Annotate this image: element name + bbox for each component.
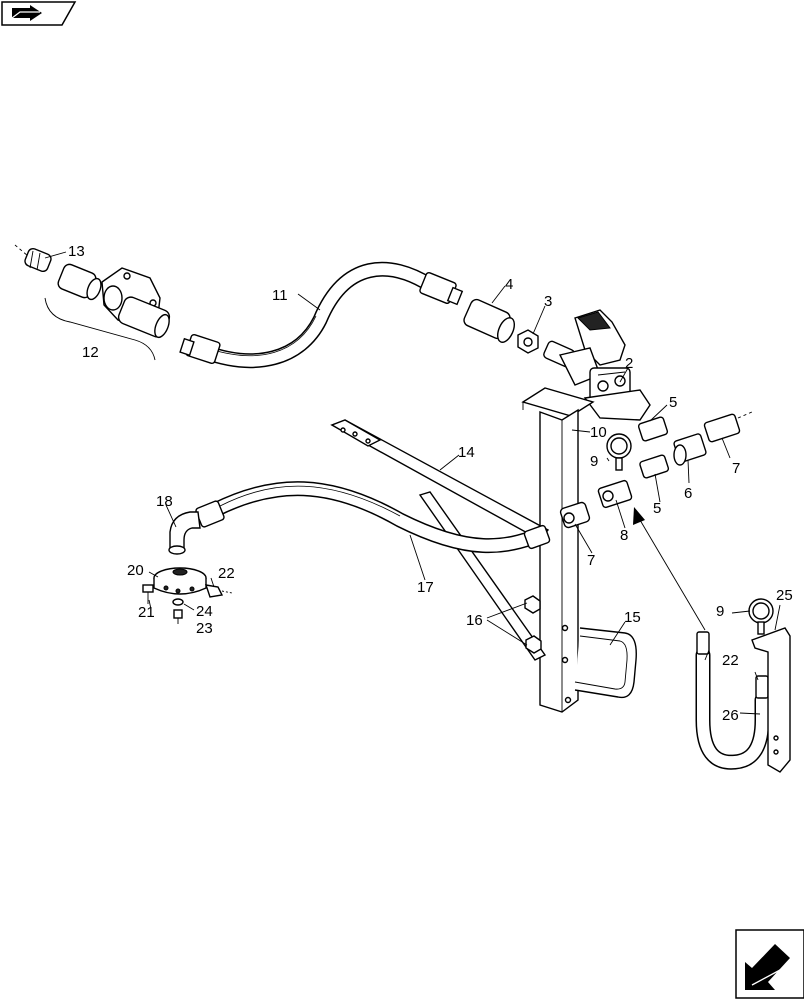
callout-6: 6	[684, 485, 692, 502]
callout-11: 11	[272, 287, 288, 304]
callout-3: 3	[544, 293, 552, 310]
book-arrow-icon[interactable]	[1, 1, 77, 26]
callout-10: 10	[590, 424, 607, 441]
callout-18: 18	[156, 493, 173, 510]
callout-5b: 5	[653, 500, 661, 517]
callout-22b: 22	[722, 652, 739, 669]
nut-3	[517, 329, 539, 354]
callout-12: 12	[82, 344, 99, 361]
leader-lines	[44, 251, 781, 715]
elbow-18	[168, 511, 201, 555]
hose-11	[179, 261, 464, 369]
next-page-arrow-icon[interactable]	[735, 929, 804, 999]
callout-7a: 7	[732, 460, 740, 477]
callout-13: 13	[68, 243, 85, 260]
callout-5a: 5	[669, 394, 677, 411]
callout-7b: 7	[587, 552, 595, 569]
remote-gauge-assembly	[633, 507, 791, 773]
callout-14: 14	[458, 444, 475, 461]
coupling-4	[463, 298, 515, 343]
callout-25: 25	[776, 587, 793, 604]
callout-26: 26	[722, 707, 739, 724]
fittings-5-6-7	[637, 411, 753, 479]
callout-9a: 9	[590, 453, 598, 470]
callout-23: 23	[196, 620, 213, 637]
callout-labels: 2 3 4 5 5 6 7 7 8 9 9 10 11 12 13 14 15 …	[68, 243, 793, 724]
callout-15: 15	[624, 609, 641, 626]
callout-22a: 22	[218, 565, 235, 582]
callout-4: 4	[505, 276, 513, 293]
fitting-7-lower	[559, 501, 591, 529]
callout-2: 2	[625, 355, 633, 372]
callout-21: 21	[138, 604, 155, 621]
callout-8: 8	[620, 527, 628, 544]
manifold-20	[142, 567, 233, 624]
callout-20: 20	[127, 562, 144, 579]
gauge-9-upper	[606, 433, 632, 471]
callout-17: 17	[417, 579, 434, 596]
hose-17	[195, 481, 551, 554]
callout-9b: 9	[716, 603, 724, 620]
callout-24: 24	[196, 603, 213, 620]
fitting-assembly-12	[14, 244, 171, 361]
tee-8	[597, 479, 633, 509]
callout-16: 16	[466, 612, 483, 629]
